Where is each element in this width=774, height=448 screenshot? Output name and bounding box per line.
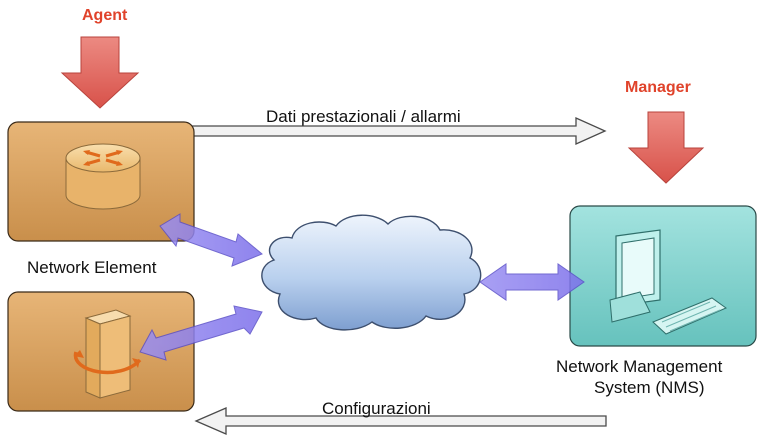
- manager-down-arrow: [627, 111, 705, 184]
- nms-label-line2: System (NMS): [594, 378, 705, 397]
- computer-icon: [609, 229, 728, 335]
- manager-role-label: Manager: [625, 79, 691, 96]
- router-icon: [65, 143, 141, 210]
- network-element-box: [7, 121, 195, 242]
- network-cloud: [261, 214, 482, 331]
- network-element-label: Network Element: [27, 258, 157, 277]
- server-cloud-link-arrow: [139, 305, 263, 361]
- performance-flow-label: Dati prestazionali / allarmi: [266, 107, 461, 126]
- agent-down-arrow: [60, 36, 140, 109]
- nms-label-line1: Network Management: [556, 357, 723, 376]
- server-element-box: [7, 291, 195, 412]
- cloud-nms-link-arrow: [479, 263, 585, 301]
- config-flow-label: Configurazioni: [322, 399, 431, 418]
- agent-role-label: Agent: [82, 7, 128, 24]
- config-flow-arrow: [194, 407, 607, 435]
- router-cloud-link-arrow: [159, 213, 263, 267]
- server-icon: [73, 309, 142, 399]
- nms-box: [569, 205, 757, 347]
- performance-flow-arrow: [177, 116, 607, 146]
